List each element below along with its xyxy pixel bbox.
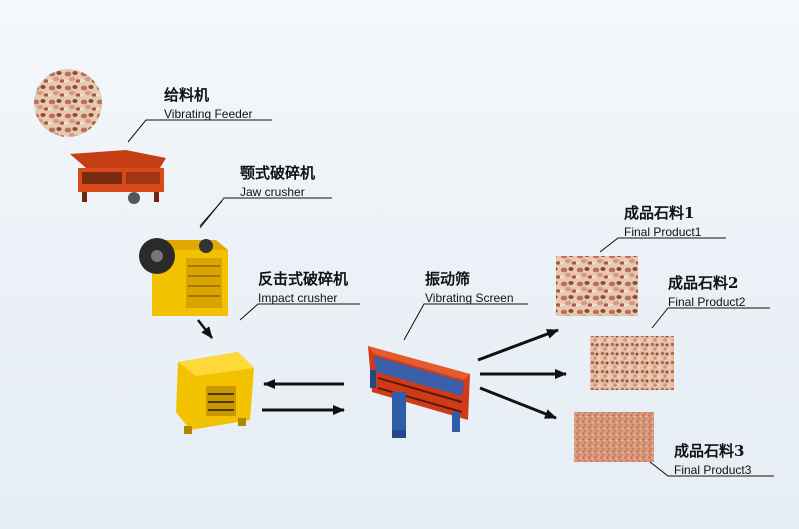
jaw-label-en: Jaw crusher (240, 185, 305, 199)
impact-label-en: Impact crusher (258, 291, 338, 305)
screen-label-en: Vibrating Screen (425, 291, 514, 305)
impact-label-zh: 反击式破碎机 (258, 270, 349, 288)
feeder-label-en: Vibrating Feeder (164, 107, 253, 121)
product3-label-en: Final Product3 (674, 463, 752, 477)
screen-label-zh: 振动筛 (425, 270, 471, 288)
vibrating-screen-icon (368, 346, 470, 438)
arrow-screen-to-product1 (477, 328, 559, 362)
vibrating-feeder-icon (70, 150, 166, 204)
stone-swatch-product1 (556, 256, 638, 316)
product2-label-zh: 成品石料2 (668, 274, 739, 292)
product1-label-zh: 成品石料1 (624, 204, 695, 222)
leader-lines (127, 119, 774, 477)
arrows (197, 200, 567, 420)
product2-label-en: Final Product2 (668, 295, 746, 309)
stone-swatch-product3 (574, 412, 654, 462)
raw-stone-pile-icon (34, 69, 102, 137)
impact-crusher-icon (176, 352, 254, 434)
stone-swatch-product2 (590, 336, 674, 390)
jaw-crusher-icon (139, 238, 228, 316)
jaw-label-zh: 颚式破碎机 (240, 164, 316, 182)
feeder-label-zh: 给料机 (164, 86, 210, 104)
arrow-jaw-to-impact (197, 319, 213, 339)
arrow-screen-to-product3 (479, 386, 557, 420)
product3-label-zh: 成品石料3 (674, 442, 745, 460)
product1-label-en: Final Product1 (624, 225, 702, 239)
